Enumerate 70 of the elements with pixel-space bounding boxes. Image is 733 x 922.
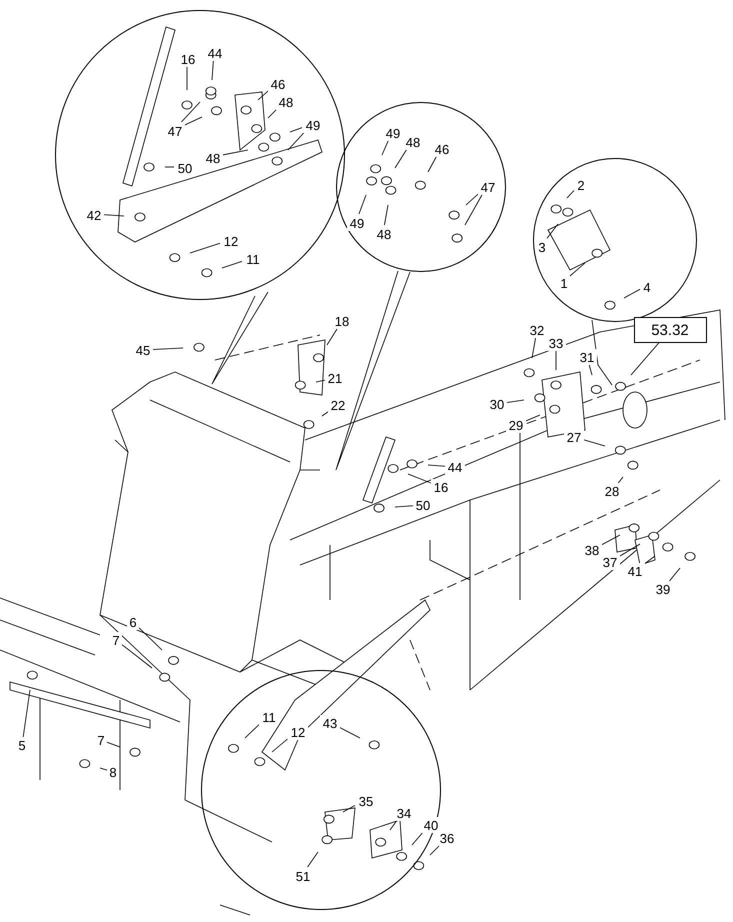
leader-line: [394, 505, 414, 508]
leader-line: [430, 846, 440, 856]
leader-line: [526, 414, 540, 422]
leader-line: [190, 242, 220, 254]
leader-line: [307, 852, 318, 868]
leader-line: [184, 116, 202, 126]
leader-line: [394, 148, 408, 168]
leader-line: [212, 60, 214, 80]
leader-line: [358, 194, 366, 214]
leader-line: [164, 166, 174, 168]
callout-number: 7: [110, 632, 122, 648]
leader-line: [390, 820, 398, 830]
leader-line: [428, 156, 438, 172]
leader-line: [669, 568, 680, 582]
leader-line: [102, 214, 124, 216]
leader-line: [326, 328, 338, 346]
leader-line: [566, 190, 574, 198]
leader-line: [584, 440, 606, 446]
leader-line: [181, 102, 200, 122]
leader-line: [644, 556, 656, 564]
leader-line: [222, 150, 248, 156]
leader-line: [532, 338, 536, 358]
leader-line: [624, 288, 640, 298]
leader-line: [290, 127, 302, 132]
leader-line: [630, 342, 660, 376]
leader-line: [122, 644, 152, 668]
callout-number: 47: [165, 123, 185, 139]
callout-number: 41: [625, 563, 645, 579]
leader-line: [464, 194, 483, 226]
callout-number: 29: [506, 417, 526, 433]
callout-number: 1: [558, 275, 570, 291]
leader-line: [568, 262, 586, 278]
leader-line: [382, 140, 389, 156]
leader-line: [186, 66, 188, 90]
leader-line: [138, 627, 162, 650]
callout-number: 28: [602, 483, 622, 499]
leader-line: [338, 726, 360, 738]
leader-line: [342, 805, 356, 812]
reference-box: 53.32: [634, 317, 706, 343]
leader-line: [428, 464, 446, 467]
leader-line: [602, 534, 620, 546]
leader-line: [22, 690, 30, 738]
callout-number: 16: [431, 479, 451, 495]
leader-line: [384, 204, 388, 226]
leader-line: [258, 90, 268, 100]
leader-line: [588, 364, 592, 376]
callout-number: 39: [653, 581, 673, 597]
leader-line: [466, 194, 479, 206]
callout-number: 43: [320, 715, 340, 731]
leader-line: [106, 742, 120, 748]
callout-number: 31: [577, 349, 597, 365]
leader-line: [272, 738, 288, 752]
leader-line: [152, 348, 184, 350]
callout-number: 38: [582, 542, 602, 558]
leader-line: [322, 411, 328, 416]
leader-line: [412, 832, 424, 846]
leader-line: [316, 380, 326, 382]
leader-line: [408, 474, 432, 484]
leader-line: [222, 260, 242, 268]
leader-line: [268, 108, 278, 118]
leader-line: [244, 724, 260, 738]
callout-number: 27: [564, 429, 584, 445]
leader-line: [620, 544, 640, 556]
leader-line: [546, 224, 558, 239]
leader-line: [288, 132, 306, 150]
leader-line: [618, 476, 624, 484]
callout-number: 40: [421, 817, 441, 833]
leader-line: [506, 400, 524, 403]
leader-line: [100, 768, 108, 771]
callout-number: 37: [600, 554, 620, 570]
